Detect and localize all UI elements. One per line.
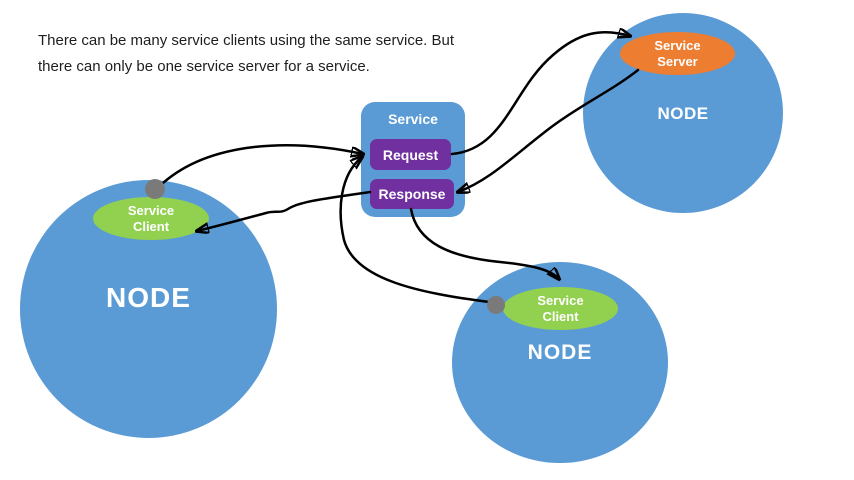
arrow-left-client-to-request xyxy=(161,144,363,185)
caption-line-2: there can only be one service server for… xyxy=(38,58,370,75)
node-top-right-label: NODE xyxy=(657,104,709,123)
request-label: Request xyxy=(382,146,439,163)
service-client-left-line-2: Client xyxy=(132,218,170,234)
node-bottom-label: NODE xyxy=(527,341,593,364)
service-client-bottom-line-2: Client xyxy=(542,308,579,324)
service-server-badge: Service Server xyxy=(620,32,735,75)
service-client-badge-bottom: Service Client xyxy=(503,287,618,330)
connection-dot-left-node xyxy=(145,179,165,199)
service-client-left-line-1: Service xyxy=(127,202,175,218)
node-left-label: NODE xyxy=(106,282,191,313)
caption-line-1: There can be many service clients using … xyxy=(38,32,455,49)
service-server-line-1: Service xyxy=(654,37,701,53)
caption-text: There can be many service clients using … xyxy=(38,28,478,80)
request-box: Request xyxy=(370,139,451,170)
connection-dot-bottom-node xyxy=(487,296,505,314)
service-client-badge-left: Service Client xyxy=(93,197,209,240)
service-client-bottom-line-1: Service xyxy=(537,292,584,308)
response-label: Response xyxy=(378,186,446,202)
service-box: Service Request Response xyxy=(361,102,465,217)
response-box: Response xyxy=(370,179,454,209)
service-server-line-2: Server xyxy=(657,53,698,69)
service-box-title: Service xyxy=(388,111,438,127)
